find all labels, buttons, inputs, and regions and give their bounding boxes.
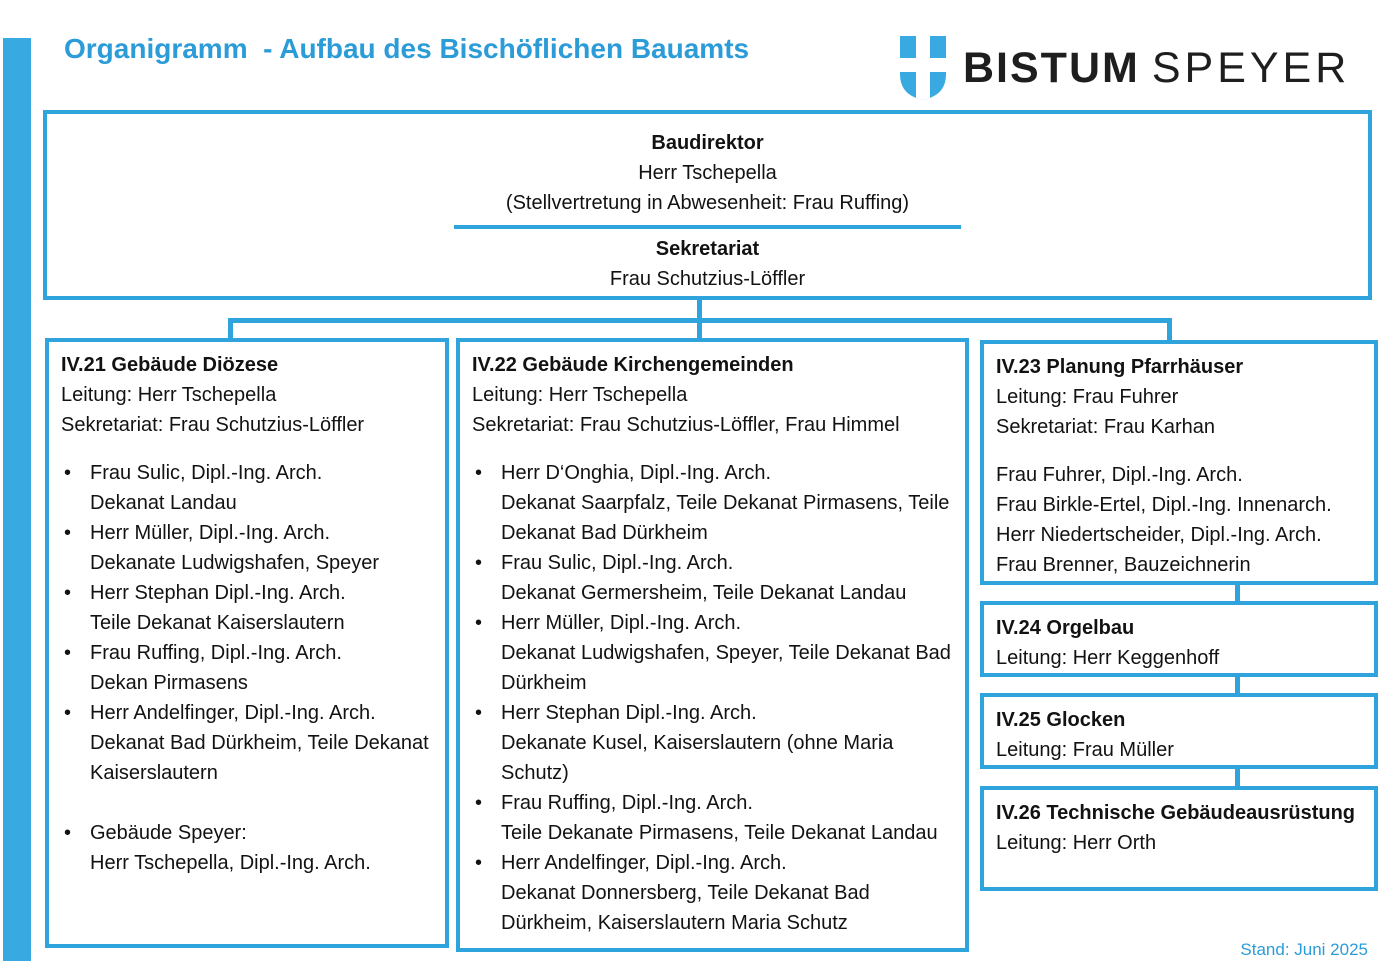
left-accent-bar xyxy=(3,38,31,961)
iv26-title: IV.26 Technische Gebäudeausrüstung xyxy=(996,802,1356,824)
dept-box-iv24: IV.24 Orgelbau Leitung: Herr Keggenhoff xyxy=(980,601,1378,677)
shield-cross-icon xyxy=(899,36,947,100)
bullet-icon: • xyxy=(475,612,483,634)
member-item: • Herr Andelfinger, Dipl.-Ing. Arch. Dek… xyxy=(61,698,435,788)
connector-right-vertical xyxy=(1167,320,1172,342)
member-name: Herr Müller, Dipl.-Ing. Arch. xyxy=(90,522,331,544)
dept-box-iv23: IV.23 Planung Pfarrhäuser Leitung: Frau … xyxy=(980,340,1378,585)
member-area: Dekanat Saarpfalz, Teile Dekanat Pirmase… xyxy=(501,492,950,544)
member-area: Dekanat Donnersberg, Teile Dekanat Bad D… xyxy=(501,882,870,934)
member-item: • Frau Ruffing, Dipl.-Ing. Arch. Teile D… xyxy=(472,788,955,848)
stand-date: Stand: Juni 2025 xyxy=(1240,940,1368,959)
bullet-icon: • xyxy=(475,852,483,874)
iv24-leitung: Leitung: Herr Keggenhoff xyxy=(996,647,1220,669)
connector-center-vertical xyxy=(697,320,702,340)
iv26-leitung: Leitung: Herr Orth xyxy=(996,832,1157,854)
member-name: Herr Stephan Dipl.-Ing. Arch. xyxy=(501,702,757,724)
staff-line: Frau Birkle-Ertel, Dipl.-Ing. Innenarch. xyxy=(996,494,1332,516)
staff-line: Herr Niedertscheider, Dipl.-Ing. Arch. xyxy=(996,524,1322,546)
dept-box-iv21: IV.21 Gebäude Diözese Leitung: Herr Tsch… xyxy=(45,338,449,948)
bullet-icon: • xyxy=(64,642,72,664)
connector-iv23-iv24 xyxy=(1235,583,1240,602)
iv25-leitung: Leitung: Frau Müller xyxy=(996,739,1174,761)
iv21-sekretariat: Sekretariat: Frau Schutzius-Löffler xyxy=(61,414,365,436)
baudirektor-deputy: (Stellvertretung in Abwesenheit: Frau Ru… xyxy=(505,192,910,214)
iv22-leitung: Leitung: Herr Tschepella xyxy=(472,384,688,406)
member-area: Teile Dekanate Pirmasens, Teile Dekanat … xyxy=(501,822,938,844)
staff-line: Frau Brenner, Bauzeichnerin xyxy=(996,554,1251,576)
member-area: Dekanat Landau xyxy=(90,492,237,514)
member-item: • Frau Sulic, Dipl.-Ing. Arch. Dekanat G… xyxy=(472,548,955,608)
bullet-icon: • xyxy=(64,582,72,604)
bullet-icon: • xyxy=(64,462,72,484)
member-item: • Herr Andelfinger, Dipl.-Ing. Arch. Dek… xyxy=(472,848,955,938)
member-name: Frau Ruffing, Dipl.-Ing. Arch. xyxy=(90,642,342,664)
connector-iv25-iv26 xyxy=(1235,768,1240,787)
member-item: • Frau Sulic, Dipl.-Ing. Arch. Dekanat L… xyxy=(61,458,435,518)
member-name: Herr Müller, Dipl.-Ing. Arch. xyxy=(501,612,742,634)
iv23-leitung: Leitung: Frau Fuhrer xyxy=(996,386,1179,408)
connector-left-vertical xyxy=(228,320,233,340)
staff-line: Frau Fuhrer, Dipl.-Ing. Arch. xyxy=(996,464,1243,486)
member-area: Dekanat Germersheim, Teile Dekanat Landa… xyxy=(501,582,907,604)
connector-top-vertical xyxy=(697,298,702,322)
bullet-icon: • xyxy=(475,792,483,814)
member-name: Herr Andelfinger, Dipl.-Ing. Arch. xyxy=(501,852,787,874)
bullet-icon: • xyxy=(64,702,72,724)
iv25-title: IV.25 Glocken xyxy=(996,709,1126,731)
member-name: Frau Sulic, Dipl.-Ing. Arch. xyxy=(90,462,323,484)
bullet-icon: • xyxy=(475,462,483,484)
baudirektor-box: Baudirektor Herr Tschepella (Stellvertre… xyxy=(43,110,1372,300)
baudirektor-role: Baudirektor xyxy=(651,132,764,154)
member-item: • Herr D‘Onghia, Dipl.-Ing. Arch. Dekana… xyxy=(472,458,955,548)
member-item: • Herr Müller, Dipl.-Ing. Arch. Dekanate… xyxy=(61,518,435,578)
sekretariat-label: Sekretariat xyxy=(655,238,760,260)
iv21-leitung: Leitung: Herr Tschepella xyxy=(61,384,277,406)
member-item: • Herr Stephan Dipl.-Ing. Arch. Teile De… xyxy=(61,578,435,638)
member-area: Dekanat Ludwigshafen, Speyer, Teile Deka… xyxy=(501,642,951,694)
extra-area: Herr Tschepella, Dipl.-Ing. Arch. xyxy=(90,852,371,874)
iv21-extra-item: • Gebäude Speyer: Herr Tschepella, Dipl.… xyxy=(61,818,435,878)
member-name: Frau Sulic, Dipl.-Ing. Arch. xyxy=(501,552,734,574)
bullet-icon: • xyxy=(64,522,72,544)
dept-box-iv25: IV.25 Glocken Leitung: Frau Müller xyxy=(980,693,1378,769)
dept-box-iv22: IV.22 Gebäude Kirchengemeinden Leitung: … xyxy=(456,338,969,952)
iv21-member-list: • Frau Sulic, Dipl.-Ing. Arch. Dekanat L… xyxy=(61,458,435,788)
iv23-title: IV.23 Planung Pfarrhäuser xyxy=(996,356,1244,378)
bullet-icon: • xyxy=(475,552,483,574)
member-item: • Frau Ruffing, Dipl.-Ing. Arch. Dekan P… xyxy=(61,638,435,698)
member-name: Herr Stephan Dipl.-Ing. Arch. xyxy=(90,582,346,604)
logo-word-bistum: BISTUM xyxy=(963,44,1140,92)
iv22-member-list: • Herr D‘Onghia, Dipl.-Ing. Arch. Dekana… xyxy=(472,458,955,938)
iv23-staff-list: Frau Fuhrer, Dipl.-Ing. Arch. Frau Birkle… xyxy=(996,460,1364,580)
iv22-sekretariat: Sekretariat: Frau Schutzius-Löffler, Fra… xyxy=(472,414,900,436)
sekretariat-name: Frau Schutzius-Löffler xyxy=(609,268,806,290)
connector-iv24-iv25 xyxy=(1235,676,1240,694)
iv22-title: IV.22 Gebäude Kirchengemeinden xyxy=(472,354,794,376)
iv21-title: IV.21 Gebäude Diözese xyxy=(61,354,279,376)
member-area: Dekanat Bad Dürkheim, Teile Dekanat Kais… xyxy=(90,732,429,784)
bullet-icon: • xyxy=(64,822,72,844)
member-area: Dekan Pirmasens xyxy=(90,672,248,694)
baudirektor-holder: Herr Tschepella xyxy=(638,162,777,184)
bullet-icon: • xyxy=(475,702,483,724)
iv24-title: IV.24 Orgelbau xyxy=(996,617,1135,639)
member-item: • Herr Stephan Dipl.-Ing. Arch. Dekanate… xyxy=(472,698,955,788)
member-name: Herr D‘Onghia, Dipl.-Ing. Arch. xyxy=(501,462,772,484)
member-item: • Herr Müller, Dipl.-Ing. Arch. Dekanat … xyxy=(472,608,955,698)
member-area: Dekanate Kusel, Kaiserslautern (ohne Mar… xyxy=(501,732,894,784)
page-title: Organigramm - Aufbau des Bischöflichen B… xyxy=(64,33,750,64)
member-name: Herr Andelfinger, Dipl.-Ing. Arch. xyxy=(90,702,376,724)
dept-box-iv26: IV.26 Technische Gebäudeausrüstung Leitu… xyxy=(980,786,1378,891)
extra-name: Gebäude Speyer: xyxy=(90,822,247,844)
member-area: Dekanate Ludwigshafen, Speyer xyxy=(90,552,380,574)
member-area: Teile Dekanat Kaiserslautern xyxy=(90,612,345,634)
iv23-sekretariat: Sekretariat: Frau Karhan xyxy=(996,416,1215,438)
top-box-divider xyxy=(454,225,961,229)
member-name: Frau Ruffing, Dipl.-Ing. Arch. xyxy=(501,792,753,814)
logo-word-speyer: SPEYER xyxy=(1151,44,1351,92)
